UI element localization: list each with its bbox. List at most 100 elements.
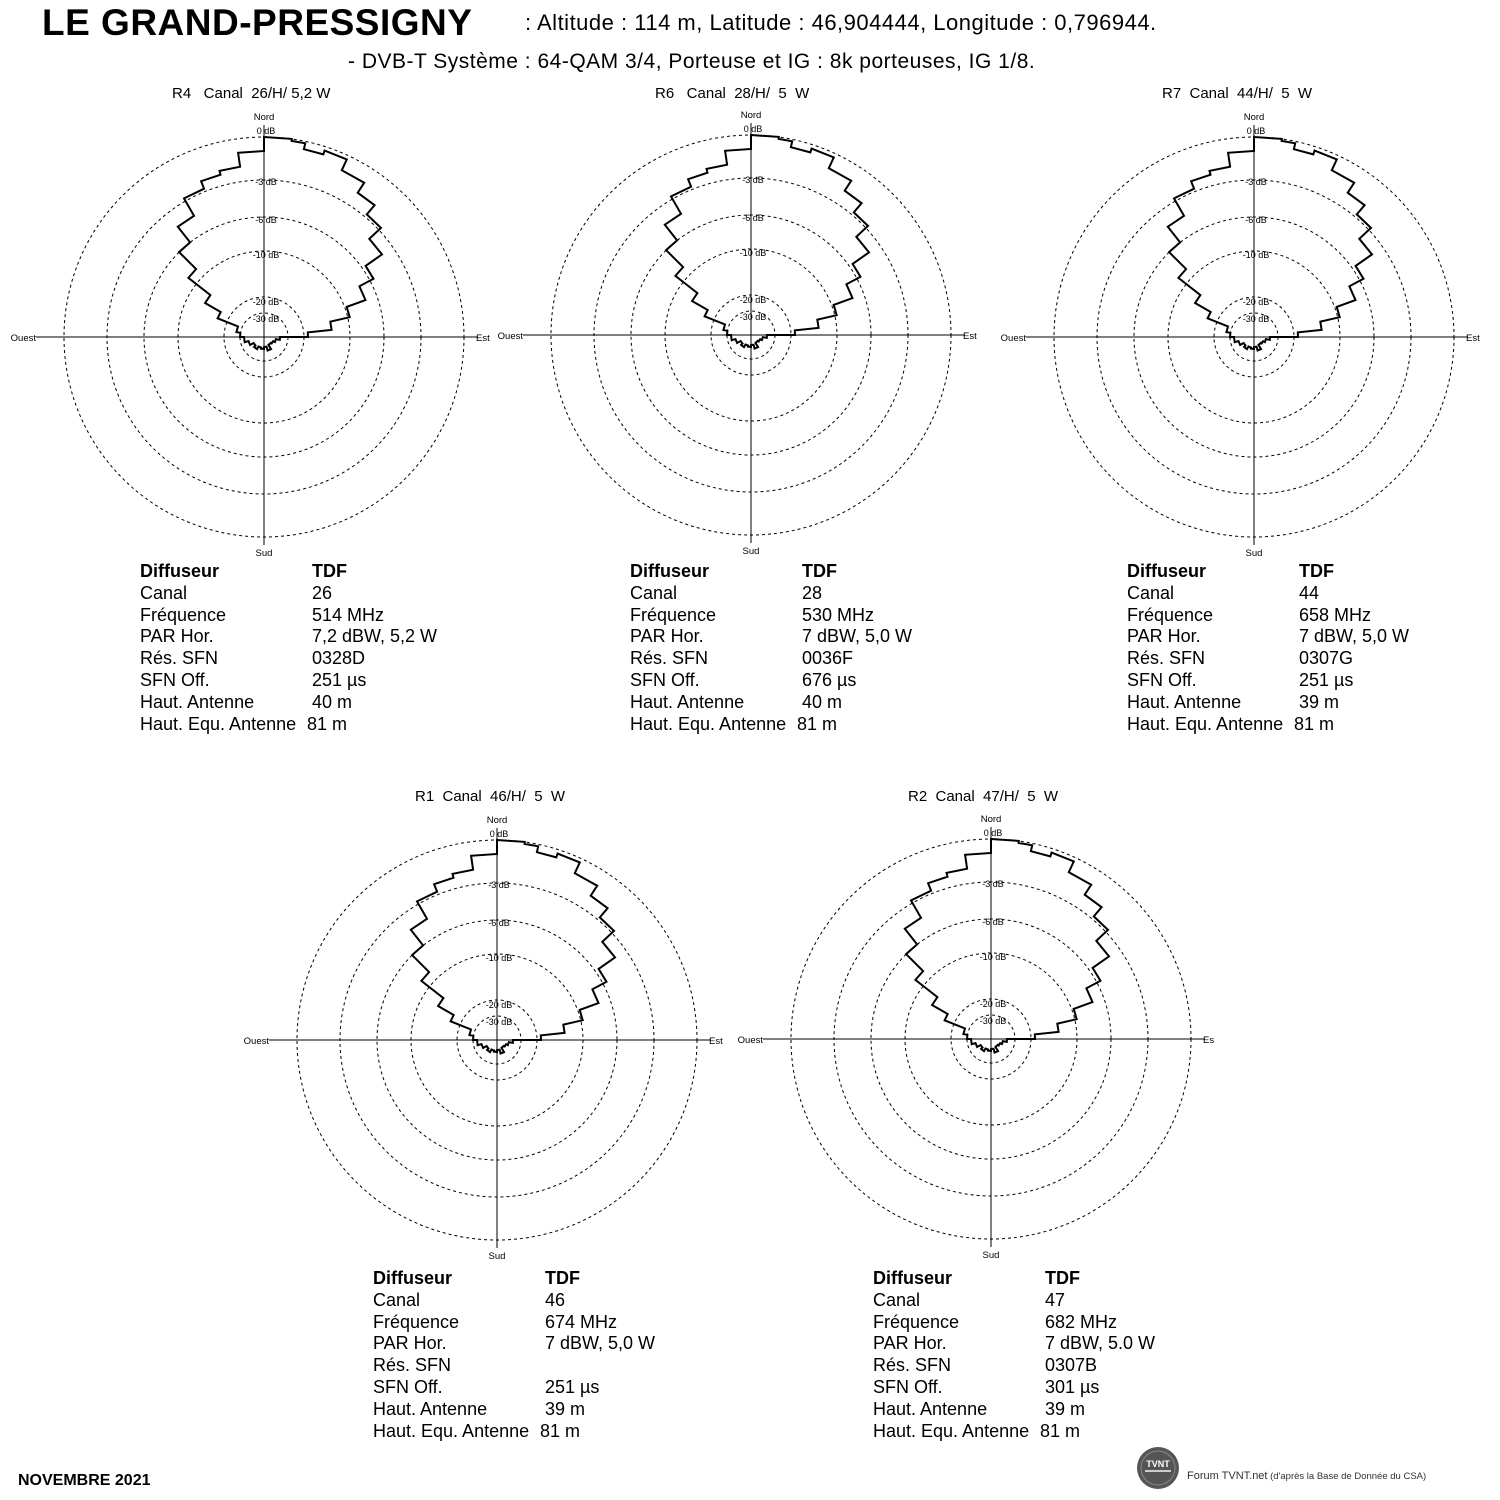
credit-source: (d'après la Base de Donnée du CSA) — [1267, 1471, 1427, 1482]
info-label: Fréquence — [873, 1311, 960, 1332]
info-label: Haut. Equ. Antenne — [373, 1420, 530, 1441]
info-label: Rés. SFN — [140, 648, 219, 669]
compass-south: Sud — [743, 546, 760, 557]
info-label: Haut. Antenne — [630, 691, 745, 712]
info-label: SFN Off. — [373, 1376, 443, 1397]
info-value: 39 m — [1045, 1398, 1086, 1419]
info-label: PAR Hor. — [630, 626, 704, 647]
info-label: Canal — [873, 1289, 921, 1310]
info-value: 81 m — [1040, 1420, 1081, 1441]
ring-label: -3 dB — [742, 175, 764, 185]
info-value: 81 m — [797, 713, 838, 734]
info-value: 530 MHz — [802, 604, 875, 625]
info-value: 682 MHz — [1045, 1311, 1118, 1332]
ring-label: -30 dB — [740, 312, 767, 322]
ring-label: -3 dB — [488, 880, 510, 890]
site-coordinates: : Altitude : 114 m, Latitude : 46,904444… — [525, 10, 1157, 35]
compass-east: Est — [1466, 333, 1480, 344]
ring-label: -3 dB — [982, 879, 1004, 889]
info-value: 251 µs — [312, 669, 367, 690]
ring-label: -6 dB — [255, 215, 277, 225]
info-label: Canal — [373, 1289, 421, 1310]
info-value: 0036F — [802, 648, 854, 669]
info-value: 81 m — [307, 713, 348, 734]
compass-east: Es — [1203, 1035, 1214, 1046]
info-label: Haut. Antenne — [1127, 691, 1242, 712]
info-value: 81 m — [1294, 713, 1335, 734]
ring-label: -6 dB — [742, 213, 764, 223]
ring-label: 0 dB — [1247, 126, 1266, 136]
info-value: TDF — [802, 561, 837, 581]
info-label: Diffuseur — [630, 561, 710, 581]
plot-title: R6 Canal 28/H/ 5 W — [655, 85, 810, 102]
info-label: Canal — [630, 582, 678, 603]
compass-west: Ouest — [498, 331, 524, 342]
compass-east: Est — [963, 331, 977, 342]
compass-west: Ouest — [11, 333, 37, 344]
system-parameters: - DVB-T Système : 64-QAM 3/4, Porteuse e… — [348, 50, 1036, 73]
ring-label: -10 dB — [740, 248, 767, 258]
info-value: 28 — [802, 582, 823, 603]
compass-north: Nord — [1244, 112, 1265, 123]
info-value: 40 m — [802, 691, 843, 712]
compass-west: Ouest — [244, 1036, 270, 1047]
compass-west: Ouest — [1001, 333, 1027, 344]
info-value: 7 dBW, 5,0 W — [802, 626, 913, 647]
info-label: PAR Hor. — [140, 626, 214, 647]
ring-label: -3 dB — [255, 177, 277, 187]
ring-label: -10 dB — [253, 250, 280, 260]
compass-south: Sud — [489, 1251, 506, 1262]
credit-main: Forum TVNT.net — [1187, 1470, 1268, 1482]
info-value: 7 dBW, 5,0 W — [1299, 626, 1410, 647]
ring-label: 0 dB — [490, 829, 509, 839]
ring-label: -6 dB — [982, 917, 1004, 927]
radiation-pattern — [1166, 135, 1374, 352]
radiation-pattern — [663, 133, 871, 350]
info-label: Diffuseur — [1127, 561, 1207, 581]
radiation-pattern — [903, 837, 1111, 1054]
info-value: 676 µs — [802, 669, 857, 690]
ring-label: -30 dB — [253, 314, 280, 324]
info-value: 251 µs — [1299, 669, 1354, 690]
info-value: 39 m — [545, 1398, 586, 1419]
compass-east: Est — [709, 1036, 723, 1047]
footer-date: NOVEMBRE 2021 — [18, 1472, 151, 1489]
info-value: 81 m — [540, 1420, 581, 1441]
compass-east: Est — [476, 333, 490, 344]
radiation-pattern — [409, 838, 617, 1055]
info-label: Haut. Antenne — [873, 1398, 988, 1419]
compass-west: Ouest — [738, 1035, 764, 1046]
info-label: SFN Off. — [873, 1376, 943, 1397]
info-label: Fréquence — [630, 604, 717, 625]
plot-title: R7 Canal 44/H/ 5 W — [1162, 85, 1313, 102]
ring-label: -6 dB — [1245, 215, 1267, 225]
info-label: Rés. SFN — [373, 1355, 452, 1376]
info-label: Haut. Equ. Antenne — [1127, 713, 1284, 734]
info-value: 44 — [1299, 582, 1320, 603]
compass-south: Sud — [256, 548, 273, 559]
info-label: Diffuseur — [373, 1268, 453, 1288]
ring-label: -6 dB — [488, 918, 510, 928]
tvnt-logo-icon: TVNT — [1137, 1447, 1179, 1489]
compass-south: Sud — [1246, 548, 1263, 559]
ring-label: -20 dB — [980, 999, 1007, 1009]
info-label: Haut. Antenne — [373, 1398, 488, 1419]
info-value: 40 m — [312, 691, 353, 712]
info-value: 658 MHz — [1299, 604, 1372, 625]
plot-title: R1 Canal 46/H/ 5 W — [415, 788, 566, 805]
ring-label: -10 dB — [1243, 250, 1270, 260]
info-label: PAR Hor. — [373, 1333, 447, 1354]
info-label: Canal — [1127, 582, 1175, 603]
info-label: Haut. Equ. Antenne — [140, 713, 297, 734]
page-title: LE GRAND-PRESSIGNY — [42, 2, 473, 43]
info-label: Fréquence — [1127, 604, 1214, 625]
ring-label: -20 dB — [1243, 297, 1270, 307]
info-label: Rés. SFN — [873, 1355, 952, 1376]
info-value: 26 — [312, 582, 333, 603]
info-label: Diffuseur — [873, 1268, 953, 1288]
ring-label: -20 dB — [253, 297, 280, 307]
logo-text: TVNT — [1146, 1459, 1170, 1469]
info-label: Rés. SFN — [630, 648, 709, 669]
info-value: 251 µs — [545, 1376, 600, 1397]
